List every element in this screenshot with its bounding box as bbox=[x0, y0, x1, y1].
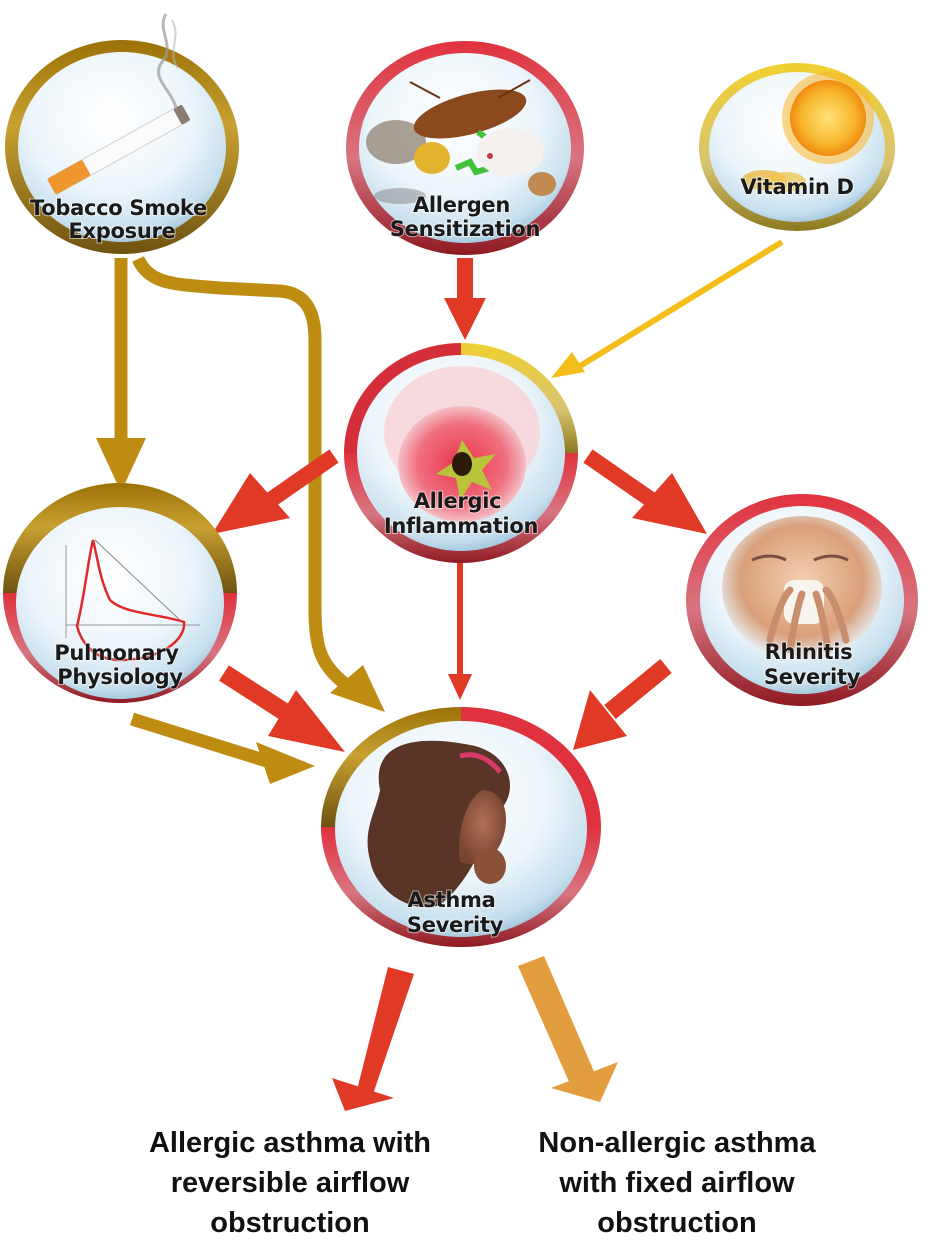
edge-inflammation-to-rhinitis bbox=[583, 449, 707, 534]
edge-asthma-to-allergic-outcome bbox=[332, 967, 414, 1111]
node-label: Vitamin D bbox=[740, 175, 853, 199]
edge-pulmonary-to-asthma-red bbox=[219, 665, 345, 752]
allergens-icon bbox=[366, 79, 556, 204]
coughing-child-icon bbox=[367, 740, 510, 908]
node-label: Tobacco Smoke Exposure bbox=[30, 196, 214, 243]
outcome-line: Non-allergic asthma bbox=[538, 1127, 816, 1159]
edge-tobacco-to-pulmonary bbox=[96, 258, 146, 492]
airway-cross-section-icon bbox=[384, 366, 540, 522]
edge-inflammation-to-asthma bbox=[448, 562, 472, 700]
edge-rhinitis-to-asthma bbox=[573, 659, 672, 750]
outcome-line: Allergic asthma with bbox=[148, 1127, 431, 1159]
edge-asthma-to-nonallergic-outcome bbox=[518, 956, 618, 1102]
node-tobacco-smoke-exposure: Tobacco Smoke Exposure bbox=[5, 13, 239, 254]
edges bbox=[96, 239, 784, 1111]
node-label: Asthma Severity bbox=[407, 888, 504, 937]
sun-icon bbox=[742, 72, 874, 192]
node-label: Rhinitis Severity bbox=[764, 640, 861, 689]
node-label: Allergic Inflammation bbox=[384, 489, 538, 538]
node-allergic-inflammation: Allergic Inflammation bbox=[344, 343, 578, 563]
outcome-nonallergic-asthma: Non-allergic asthma with fixed airflow o… bbox=[497, 1123, 857, 1243]
outcome-line: reversible airflow bbox=[170, 1167, 410, 1199]
cigarette-icon bbox=[47, 13, 190, 195]
node-pulmonary-physiology: Pulmonary Physiology bbox=[3, 483, 237, 703]
outcome-line: obstruction bbox=[210, 1207, 370, 1239]
node-allergen-sensitization: Allergen Sensitization bbox=[346, 41, 584, 255]
outcome-line: with fixed airflow bbox=[559, 1167, 795, 1199]
outcome-allergic-asthma: Allergic asthma with reversible airflow … bbox=[110, 1123, 470, 1243]
edge-pulmonary-to-asthma-gold bbox=[130, 712, 315, 784]
edge-tobacco-to-asthma bbox=[132, 255, 385, 712]
flow-volume-loop-icon bbox=[65, 539, 200, 662]
node-asthma-severity: Asthma Severity bbox=[321, 707, 601, 947]
node-label: Allergen Sensitization bbox=[390, 193, 540, 241]
node-label: Pulmonary Physiology bbox=[54, 641, 185, 689]
node-rhinitis-severity: Rhinitis Severity bbox=[686, 494, 918, 706]
sneezing-person-icon bbox=[722, 516, 882, 660]
edge-vitamin-d-to-inflammation bbox=[551, 239, 784, 378]
edge-allergen-to-inflammation bbox=[444, 258, 486, 340]
edge-inflammation-to-pulmonary bbox=[212, 449, 339, 534]
outcome-line: obstruction bbox=[597, 1207, 757, 1239]
node-vitamin-d: Vitamin D bbox=[699, 63, 895, 231]
node-glass bbox=[16, 507, 224, 699]
